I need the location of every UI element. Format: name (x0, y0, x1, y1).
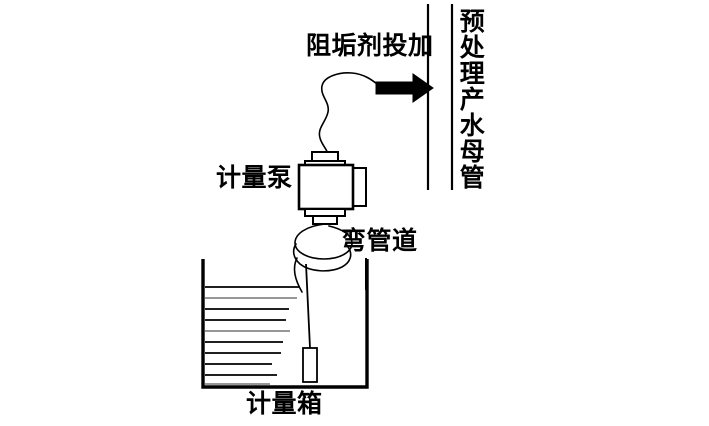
injection-arrow-icon (375, 73, 434, 103)
label-metering-tank: 计量箱 (246, 389, 323, 418)
graduation-marks (205, 286, 300, 385)
label-metering-pump: 计量泵 (216, 163, 293, 192)
metering-tank (201, 259, 369, 389)
coiled-pipe (292, 223, 353, 293)
suction-line (305, 263, 311, 349)
label-dosing: 阻垢剂投加 (306, 31, 434, 60)
main-pipe (426, 4, 454, 190)
foot-valve (302, 347, 318, 383)
label-bent-pipe: 弯管道 (341, 226, 418, 255)
flexible-tube (318, 72, 378, 161)
metering-pump-body (297, 151, 367, 225)
label-main-pipe: 预处理产水母管 (456, 8, 486, 190)
